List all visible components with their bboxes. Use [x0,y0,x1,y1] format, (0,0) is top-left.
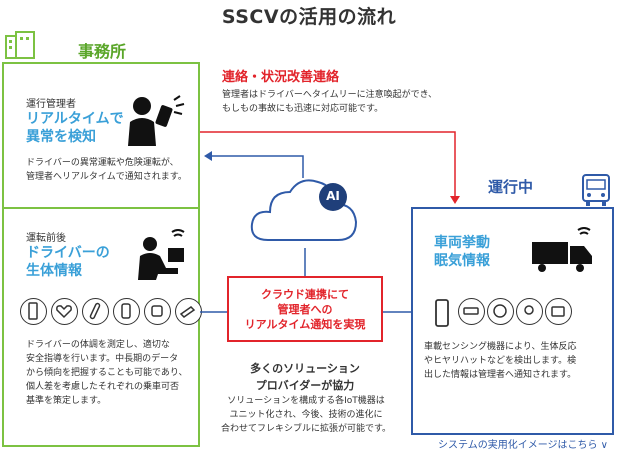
contact-title: 連絡・状況改善連絡 [222,70,340,85]
running-body-line-2: やヒヤリハットなどを検出します。検 [424,356,577,366]
realtime-heading-line-1: リアルタイムで [26,111,124,127]
realtime-heading-line-2: 異常を検知 [26,129,96,145]
sensor-camera-icon [516,298,543,325]
cloud-box-line-2: 管理者への [277,302,333,316]
truck-icon [532,227,592,272]
smartphone-icon [435,299,449,327]
bio-body-line-1: ドライバーの体調を測定し、適切な [26,340,170,350]
contact-body: 管理者はドライバーへタイムリーに注意喚起ができ、 もしもの事故にも迅速に対応可能… [222,88,437,116]
ai-badge [319,183,347,211]
camera-icon [545,298,572,325]
vital-device-icons [20,298,202,325]
realtime-body-line-1: ドライバーの異常運転や危険運転が、 [26,158,179,168]
running-heading: 車両挙動 眠気情報 [434,234,490,270]
provider-title: 多くのソリューション プロバイダーが協力 [210,360,400,394]
heart-icon [51,298,78,325]
contact-body-line-1: 管理者はドライバーへタイムリーに注意喚起ができ、 [222,90,438,100]
smartphone-icon [20,298,47,325]
office-title: 事務所 [78,42,127,61]
sensor-device-icons [428,296,572,332]
bio-body-line-2: 安全指導を行います。中長期のデータ [26,354,179,364]
bio-body-line-4: 個人差を考慮したそれぞれの乗車可否 [26,382,180,392]
bio-heading-line-2: 生体情報 [26,263,82,279]
bio-heading: ドライバーの 生体情報 [26,244,110,280]
provider-body-line-3: 合わせてフレキシブルに拡張が可能です。 [220,424,392,434]
cloud-box-line-1: クラウド連携にて [261,287,349,301]
wristband-icon [113,298,140,325]
provider-title-line-1: 多くのソリューション [250,362,360,375]
office-divider [2,207,200,209]
ai-label: AI [326,189,340,203]
smartwatch-icon [144,298,171,325]
provider-body: ソリューションを構成する各IoT機器は ユニット化され、今後、技術の進化に 合わ… [208,394,404,436]
running-body: 車載センシング機器により、生体反応 やヒヤリハットなどを検出します。検 出した情… [424,340,576,382]
bus-icon [582,174,610,206]
bio-body: ドライバーの体調を測定し、適切な 安全指導を行います。中長期のデータ から傾向を… [26,338,188,408]
blue-arrowhead-top [204,151,212,161]
red-arrowhead [450,196,460,204]
realtime-body: ドライバーの異常運転や危険運転が、 管理者へリアルタイムで通知されます。 [26,156,187,184]
provider-body-line-2: ユニット化され、今後、技術の進化に [229,410,383,420]
building-icon [5,31,35,59]
thermometer-icon [82,298,109,325]
provider-title-line-2: プロバイダーが協力 [255,379,355,392]
cloud-box-line-3: リアルタイム通知を実現 [244,317,366,331]
system-image-link[interactable]: システムの実用化イメージはこちら ∨ [438,440,608,451]
steering-wheel-icon [487,298,514,325]
dashcam-icon [458,298,485,325]
red-connector [200,131,456,198]
realtime-body-line-2: 管理者へリアルタイムで通知されます。 [26,172,187,182]
cloud-integration-box: クラウド連携にて 管理者への リアルタイム通知を実現 [227,276,383,342]
running-heading-line-1: 車両挙動 [434,235,490,251]
driver-alert-icon [128,95,185,146]
realtime-heading: リアルタイムで 異常を検知 [26,110,124,146]
driver-seated-icon [138,229,185,280]
page-title: SSCVの活用の流れ [221,6,397,28]
contact-body-line-2: もしもの事故にも迅速に対応可能です。 [222,104,384,114]
running-panel [411,207,614,435]
predrive-label: 運転前後 [26,233,66,244]
running-body-line-1: 車載センシング機器により、生体反応 [424,342,577,352]
manager-label: 運行管理者 [26,99,76,110]
running-title: 運行中 [488,178,534,196]
running-heading-line-2: 眠気情報 [434,253,490,269]
office-panel [2,62,200,447]
bio-body-line-5: 基準を策定します。 [26,396,107,406]
provider-body-line-1: ソリューションを構成する各IoT機器は [227,396,385,406]
cloud-icon [250,179,358,241]
bio-heading-line-1: ドライバーの [26,245,110,261]
running-body-line-3: 出した情報は管理者へ通知されます。 [424,370,577,380]
bio-body-line-3: から傾向を把握することも可能であり、 [26,368,188,378]
blue-connector-top [210,155,304,178]
